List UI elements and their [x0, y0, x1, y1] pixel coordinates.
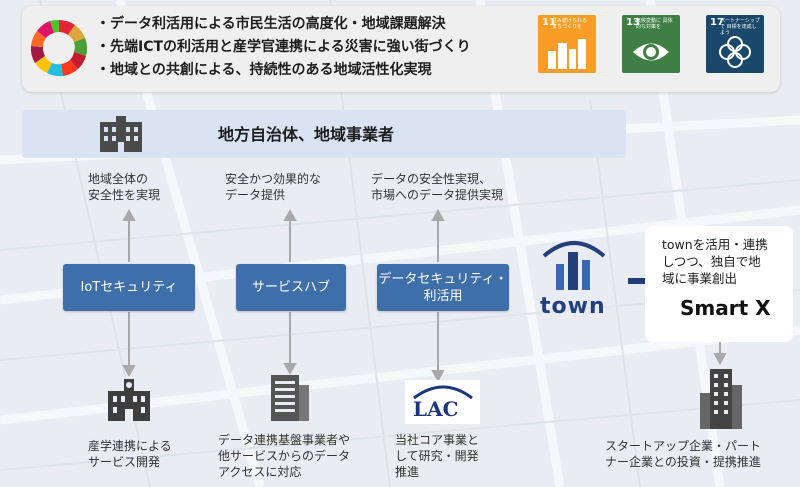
- sdg-13-tile: 13 気候変動に 具体的な対策を: [622, 15, 680, 73]
- caption-line: 産学連携による: [88, 439, 172, 453]
- sdg-11-number: 11: [542, 17, 556, 28]
- data-up-arrowhead: [431, 208, 445, 221]
- town-logo-icon: [542, 241, 606, 290]
- goal-line-1: ・データ利活用による市民生活の高度化・地域課題解決: [96, 16, 446, 32]
- caption-line: して研究・開発: [395, 449, 479, 463]
- goal-line-2: ・先端ICTの利活用と産学官連携による災害に強い街づくり: [96, 39, 471, 55]
- caption-line: ナー企業との投資・提携推進: [605, 455, 761, 469]
- sdg-17-tile: 17 パートナーシップで 目標を達成しよう: [706, 15, 764, 73]
- university-building-icon: [108, 379, 150, 421]
- caption-line: 市場へのデータ提供実現: [371, 188, 504, 202]
- town-logo-text: town: [540, 294, 606, 319]
- caption-line: データの安全性実現、: [371, 172, 492, 186]
- service-hub-box: サービスハブ: [236, 264, 346, 311]
- goals-list: ・データ利活用による市民生活の高度化・地域課題解決 ・先端ICTの利活用と産学官…: [96, 13, 516, 82]
- office-building-icon: [271, 375, 309, 421]
- caption-line: 他サービスからのデータ: [218, 449, 351, 463]
- data-security-label-line1: データセキュリティ・: [378, 271, 508, 287]
- sdg-17-number: 17: [710, 17, 724, 28]
- hub-down-arrowhead: [283, 363, 297, 376]
- data-security-label-line2: 利活用: [423, 288, 463, 304]
- caption-line: 推進: [395, 465, 420, 479]
- government-title: 地方自治体、地域事業者: [218, 125, 395, 144]
- caption-line: 当社コア事業と: [395, 433, 480, 447]
- iot-security-label: IoTセキュリティ: [80, 280, 178, 295]
- government-building-icon: [100, 116, 142, 152]
- academic-collab-caption: 産学連携による サービス開発: [88, 438, 172, 470]
- smartx-box: [645, 226, 793, 342]
- caption-line: データ連携基盤事業者や: [218, 433, 351, 447]
- sdg-wheel-icon: [30, 19, 88, 77]
- lac-logo-text: LAC: [413, 397, 459, 421]
- sdg-11-caption: 住み続けられる まちづくりを: [552, 18, 588, 30]
- town-smartx-connector: [628, 278, 645, 284]
- hub-benefit-caption: 安全かつ効果的な データ提供: [225, 171, 321, 203]
- iot-up-arrowhead: [122, 208, 136, 221]
- smartx-name: Smart X: [680, 296, 771, 320]
- sdg-13-number: 13: [626, 17, 640, 28]
- caption-line: データ提供: [225, 188, 286, 202]
- data-benefit-caption: データの安全性実現、 市場へのデータ提供実現: [371, 171, 503, 203]
- sdg-13-caption: 気候変動に 具体的な対策を: [636, 18, 673, 30]
- caption-line: アクセスに対応: [218, 465, 302, 479]
- iot-benefit-caption: 地域全体の 安全性を実現: [88, 171, 160, 203]
- caption-line: スタートアップ企業・パート: [605, 439, 762, 453]
- caption-line: サービス開発: [88, 455, 161, 469]
- goal-line-3: ・地域との共創による、持続性のある地域活性化実現: [96, 62, 432, 78]
- smartx-desc-line: しつつ、独自で地: [662, 254, 761, 269]
- caption-line: 地域全体の: [88, 172, 149, 186]
- iot-security-box: IoTセキュリティ: [63, 264, 195, 311]
- city-icon: [548, 39, 586, 69]
- startup-investment-caption: スタートアップ企業・パート ナー企業との投資・提携推進: [605, 438, 761, 470]
- sdg-11-tile: 11 住み続けられる まちづくりを: [538, 15, 596, 73]
- lac-logo-arc-icon: [413, 385, 473, 400]
- eye-earth-icon: [633, 43, 669, 61]
- smartx-description: townを活用・連携 しつつ、独自で地 域に事業創出: [662, 236, 768, 287]
- smartx-desc-line: 域に事業創出: [662, 271, 738, 286]
- hub-up-arrowhead: [283, 208, 297, 221]
- caption-line: 安全かつ効果的な: [225, 172, 322, 186]
- data-down-arrowhead: [431, 370, 445, 383]
- startup-tower-icon: [700, 369, 742, 429]
- iot-down-arrowhead: [122, 365, 136, 378]
- data-security-box: データセキュリティ・ 利活用: [377, 264, 509, 311]
- core-business-caption: 当社コア事業と して研究・開発 推進: [395, 432, 479, 480]
- sdg-17-caption: パートナーシップで 目標を達成しよう: [720, 18, 760, 36]
- caption-line: 安全性を実現: [88, 188, 161, 202]
- data-platform-caption: データ連携基盤事業者や 他サービスからのデータ アクセスに対応: [218, 432, 350, 480]
- smartx-desc-line: townを活用・連携: [662, 237, 768, 252]
- smartx-down-arrowhead: [713, 353, 727, 366]
- flower-icon: [719, 36, 751, 68]
- service-hub-label: サービスハブ: [251, 280, 330, 295]
